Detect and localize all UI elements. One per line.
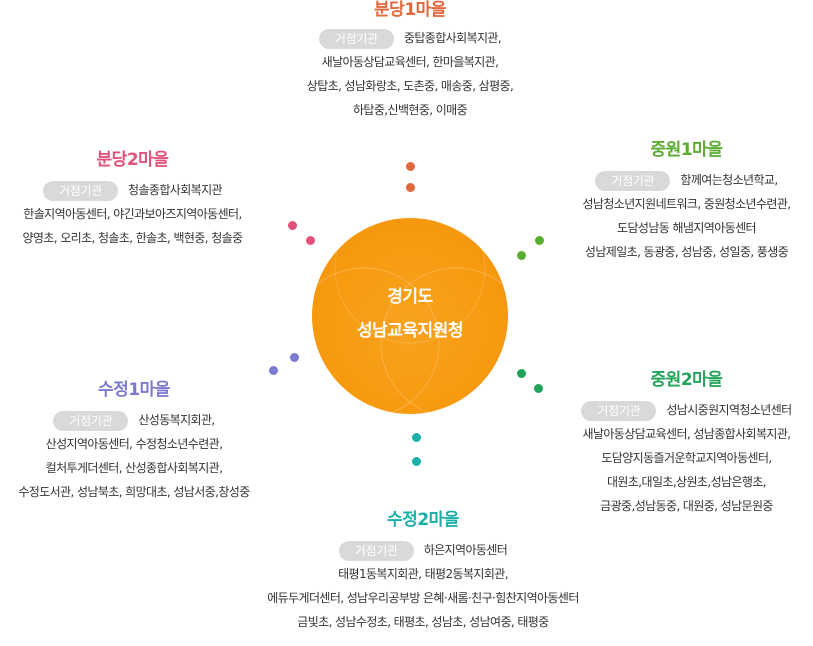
village-title: 분당1마을 — [374, 0, 446, 20]
bundang1-dot — [406, 183, 415, 192]
member-line: 상탑초, 성남화랑초, 도촌중, 매송중, 삼평중, — [306, 79, 514, 93]
village-bundang1: 분당1마을 거점기관 중탑종합사회복지관, 새날아동상담교육센터, 한마을복지관,… — [245, 0, 575, 122]
bundang1-dot — [406, 162, 415, 171]
sujeong2-dot — [412, 457, 421, 466]
village-sujeong2: 수정2마을 거점기관 하은지역아동센터 태평1동복지회관, 태평2동복지회관, 에… — [228, 510, 618, 634]
hub-org: 함께여는청소년학교, — [680, 173, 778, 187]
member-line: 새날아동상담교육센터, 한마을복지관, — [321, 55, 499, 69]
member-line: 대원초,대일초,상원초,성남은행초, — [606, 475, 767, 489]
member-line: 하탑중,신백현중, 이매중 — [352, 103, 468, 117]
village-sujeong1: 수정1마을 거점기관 산성동복지회관, 산성지역아동센터, 수정청소년수련관, 컬… — [0, 380, 268, 504]
village-title: 수정1마을 — [98, 380, 170, 400]
member-line: 금빛초, 성남수정초, 태평초, 성남초, 성남여중, 태평중 — [297, 615, 549, 629]
village-jungwon1: 중원1마을 거점기관 함께여는청소년학교, 성남청소년지원네트워크, 중원청소년수… — [560, 140, 813, 264]
hub-org: 중탑종합사회복지관, — [403, 31, 502, 45]
sujeong2-dot — [412, 433, 421, 442]
village-title: 수정2마을 — [387, 510, 459, 530]
hub-badge: 거점기관 — [318, 28, 394, 49]
member-line: 도담양지동즐거운학교지역아동센터, — [601, 451, 772, 465]
center-title-line1: 경기도 — [387, 287, 433, 307]
bundang2-dot — [288, 221, 297, 230]
hub-badge: 거점기관 — [581, 400, 657, 421]
hub-badge: 거점기관 — [595, 170, 671, 191]
member-line: 새날아동상담교육센터, 성남종합사회복지관, — [582, 427, 791, 441]
jungwon1-dot — [535, 236, 544, 245]
center-title-line2: 성남교육지원청 — [357, 321, 463, 341]
sujeong1-dot — [290, 353, 299, 362]
hub-org: 하은지역아동센터 — [423, 543, 508, 557]
member-line: 성남청소년지원네트워크, 중원청소년수련관, — [582, 197, 791, 211]
village-title: 분당2마을 — [96, 150, 169, 170]
hub-org: 성남시중원지역청소년센터 — [666, 403, 792, 417]
hub-badge: 거점기관 — [43, 180, 118, 201]
member-line: 산성지역아동센터, 수정청소년수련관, — [45, 437, 223, 451]
member-line: 양영초, 오리초, 청솔초, 한솔초, 백현중, 청솔중 — [22, 231, 243, 245]
member-line: 도담성남동 해냄지역아동센터 — [617, 221, 757, 235]
bundang2-dot — [306, 236, 315, 245]
member-line: 컬처투게더센터, 산성종합사회복지관, — [45, 461, 223, 475]
village-jungwon2: 중원2마을 거점기관 성남시중원지역청소년센터 새날아동상담교육센터, 성남종합사… — [560, 370, 813, 518]
member-line: 금광중,성남동중, 대원중, 성남문원중 — [600, 499, 773, 513]
sujeong1-dot — [269, 366, 278, 375]
hub-badge: 거점기관 — [338, 540, 414, 561]
jungwon2-dot — [534, 384, 543, 393]
hub-org: 산성동복지회관, — [138, 413, 215, 427]
center-circle: 경기도 성남교육지원청 — [312, 218, 508, 414]
village-title: 중원2마을 — [650, 370, 723, 390]
member-line: 성남제일초, 동광중, 성남중, 성일중, 풍생중 — [584, 245, 789, 259]
hub-org: 청솔종합사회복지관 — [128, 183, 223, 197]
member-line: 수정도서관, 성남북초, 희망대초, 성남서중,창성중 — [18, 485, 250, 499]
jungwon2-dot — [517, 369, 526, 378]
member-line: 한솔지역아동센터, 야긴과보아즈지역아동센터, — [23, 207, 242, 221]
hub-badge: 거점기관 — [53, 410, 129, 431]
village-title: 중원1마을 — [650, 140, 723, 160]
overlap-lines — [312, 218, 508, 414]
village-bundang2: 분당2마을 거점기관 청솔종합사회복지관 한솔지역아동센터, 야긴과보아즈지역아동… — [0, 150, 265, 250]
member-line: 에듀두게더센터, 성남우리공부방 은혜·새롬·친구·힘찬지역아동센터 — [267, 591, 579, 605]
member-line: 태평1동복지회관, 태평2동복지회관, — [338, 567, 508, 581]
jungwon1-dot — [517, 251, 526, 260]
